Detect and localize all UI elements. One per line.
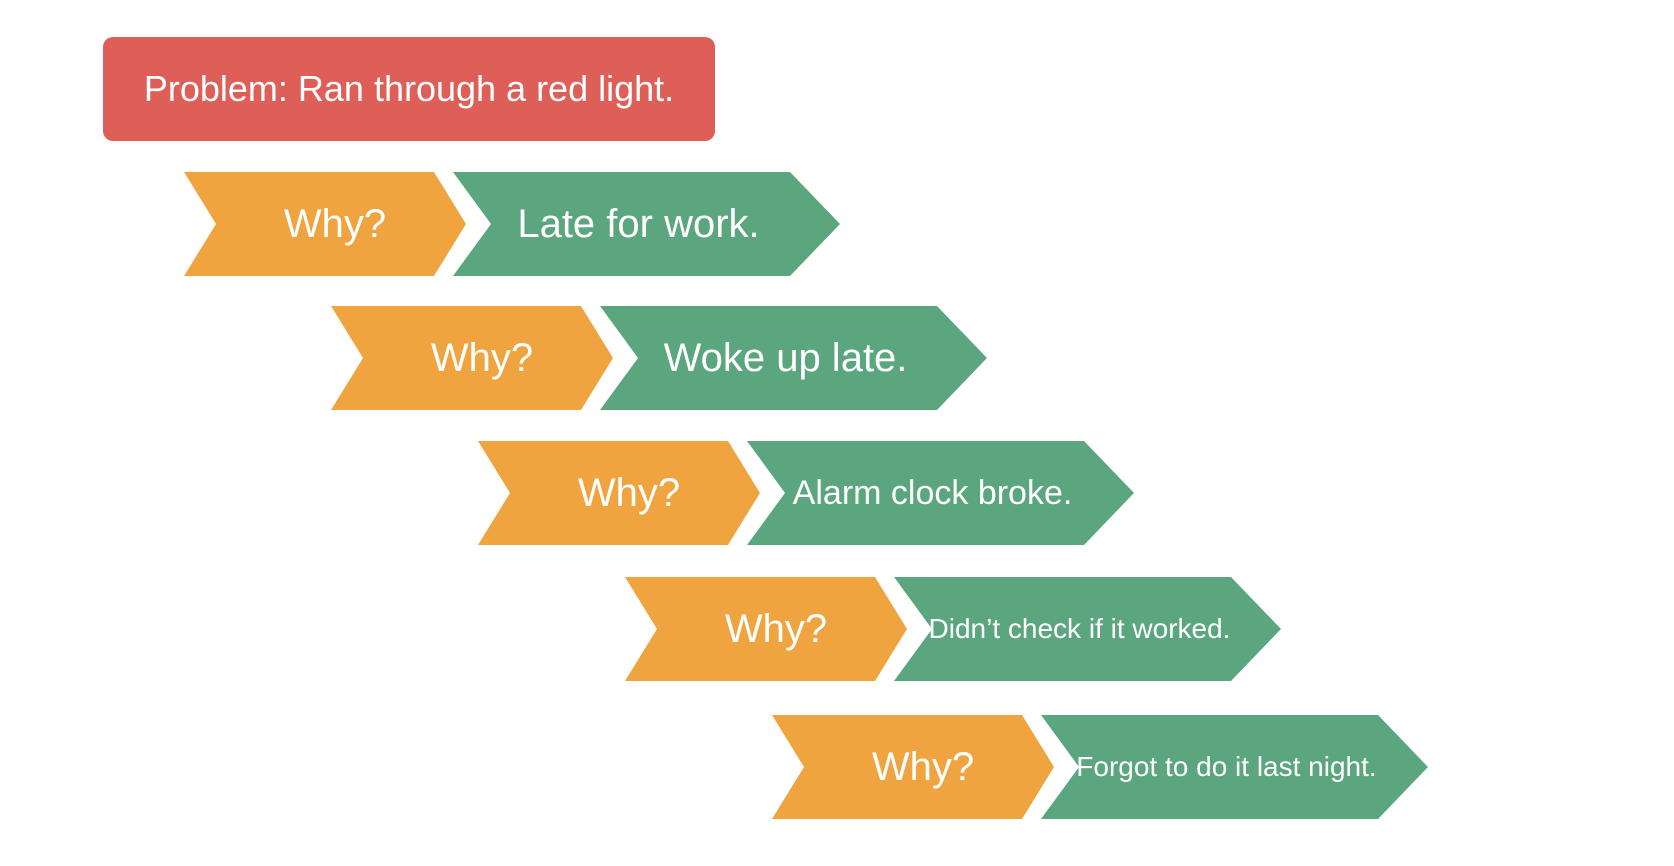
answer-chevron-2: Woke up late. <box>600 306 987 410</box>
problem-label: Problem: Ran through a red light. <box>143 68 675 109</box>
why-chevron-2: Why? <box>331 306 613 410</box>
answer-label: Didn’t check if it worked. <box>928 613 1231 644</box>
answer-label: Alarm clock broke. <box>792 473 1073 512</box>
answer-label: Late for work. <box>517 201 760 246</box>
why-chevron-5: Why? <box>772 715 1054 819</box>
answer-chevron-5: Forgot to do it last night. <box>1041 715 1428 819</box>
why-chevron-4: Why? <box>625 577 907 681</box>
why-label: Why? <box>871 744 975 789</box>
answer-chevron-3: Alarm clock broke. <box>747 441 1134 545</box>
why-label: Why? <box>577 470 681 515</box>
why-chevron-3: Why? <box>478 441 760 545</box>
answer-label: Woke up late. <box>663 335 908 380</box>
why-label: Why? <box>724 606 828 651</box>
why-chevron-1: Why? <box>184 172 466 276</box>
answer-chevron-1: Late for work. <box>453 172 840 276</box>
problem-box: Problem: Ran through a red light. <box>103 37 715 141</box>
answer-label: Forgot to do it last night. <box>1076 751 1377 782</box>
why-label: Why? <box>430 335 534 380</box>
answer-chevron-4: Didn’t check if it worked. <box>894 577 1281 681</box>
why-label: Why? <box>283 201 387 246</box>
